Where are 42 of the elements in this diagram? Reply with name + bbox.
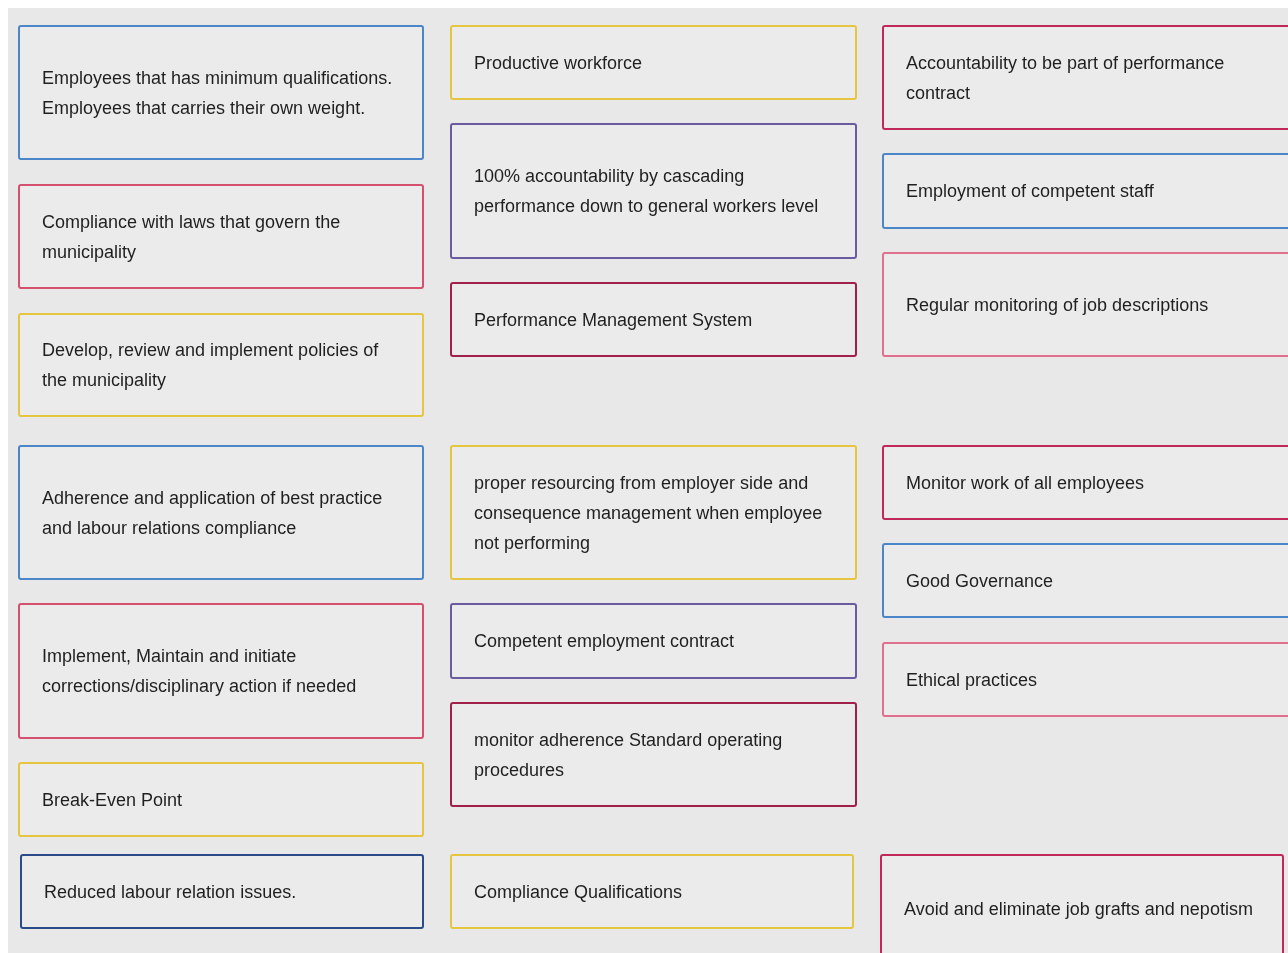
box-text: Employees that has minimum qualifications. Employees that carries their own weight.	[42, 66, 394, 120]
box-text: Adherence and application of best practice and labour relations compliance	[42, 486, 384, 540]
box-text: Ethical practices	[906, 668, 1039, 692]
box-text: Accountability to be part of performance contract	[906, 51, 1226, 105]
box-text: proper resourcing from employer side and consequence management when employee not performing	[474, 471, 824, 555]
box-text: Employment of competent staff	[906, 180, 1155, 203]
text-box	[450, 854, 854, 929]
text-box	[882, 543, 1288, 618]
box-text: Break-Even Point	[42, 788, 184, 812]
box-text: Avoid and eliminate job grafts and nepotism	[904, 898, 1254, 921]
text-box	[450, 123, 857, 259]
text-box	[18, 313, 424, 417]
text-box	[18, 603, 424, 739]
text-box	[450, 282, 857, 357]
text-box	[450, 25, 857, 100]
box-text: monitor adherence Standard operating procedures	[474, 728, 784, 782]
text-box	[882, 642, 1288, 717]
text-box	[882, 445, 1288, 520]
text-box	[882, 153, 1288, 229]
text-box	[450, 702, 857, 807]
box-text: 100% accountability by cascading performance down to general workers level	[474, 165, 820, 218]
text-box	[450, 445, 857, 580]
text-box	[18, 762, 424, 837]
box-text: Regular monitoring of job descriptions	[906, 293, 1210, 317]
text-box	[450, 603, 857, 679]
text-box	[882, 25, 1288, 130]
text-box	[18, 445, 424, 580]
box-text: Develop, review and implement policies of the municipality	[42, 339, 380, 392]
box-text: Good Governance	[906, 569, 1055, 593]
text-box	[880, 854, 1284, 953]
box-text: Compliance Qualifications	[474, 880, 684, 904]
text-box	[20, 854, 424, 929]
box-text: Compliance with laws that govern the municipality	[42, 210, 342, 264]
box-text: Competent employment contract	[474, 630, 736, 653]
box-text: Productive workforce	[474, 51, 644, 75]
box-text: Reduced labour relation issues.	[44, 880, 298, 904]
text-box	[18, 25, 424, 160]
text-box	[882, 252, 1288, 357]
text-box	[18, 184, 424, 289]
box-text: Monitor work of all employees	[906, 471, 1146, 495]
box-text: Implement, Maintain and initiate corrections/disciplinary action if needed	[42, 645, 358, 698]
box-text: Performance Management System	[474, 308, 754, 332]
